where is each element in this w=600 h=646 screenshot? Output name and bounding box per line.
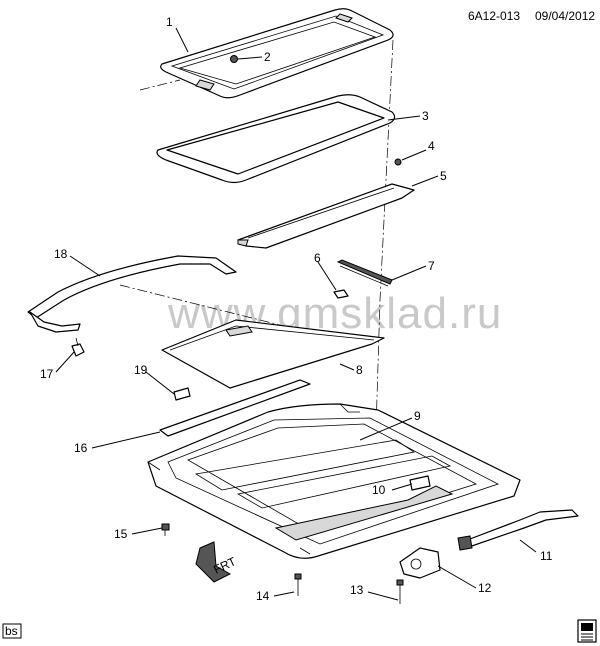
drain-tube-part: [457, 509, 579, 551]
front-seal-part: [159, 379, 311, 437]
bracket-part-19: [173, 387, 191, 401]
callout-7: 7: [428, 259, 435, 273]
callout-numbers: 1 2 3 4 5 6 7 8 9 10 11 12 13 14 15 16 1…: [40, 15, 553, 603]
callout-11: 11: [540, 549, 553, 563]
sunshade-part: [161, 319, 385, 389]
center-line-rail: [119, 284, 301, 331]
leader-lines: [55, 27, 537, 601]
callout-1: 1: [166, 15, 173, 29]
fastener-part-17: [71, 337, 85, 357]
side-rail-part: [27, 255, 237, 333]
bolt-part-14: [294, 573, 302, 596]
callout-15: 15: [114, 527, 128, 541]
footer-tag: bs: [2, 623, 22, 639]
weatherstrip-part: [156, 94, 396, 184]
callout-17: 17: [40, 367, 54, 381]
deflector-part: [237, 183, 415, 249]
motor-part: [399, 547, 441, 579]
callout-5: 5: [440, 169, 447, 183]
front-direction-arrow: FRT: [195, 541, 239, 583]
callout-8: 8: [356, 363, 363, 377]
center-line-glass: [139, 79, 181, 91]
callout-6: 6: [314, 251, 321, 265]
callout-13: 13: [350, 583, 364, 597]
trim-strip-part: [336, 259, 393, 287]
callout-2: 2: [264, 50, 271, 64]
callout-14: 14: [256, 589, 270, 603]
diagram-date: 09/04/2012: [535, 9, 595, 23]
glass-panel-part: [160, 8, 394, 99]
callout-10: 10: [372, 483, 386, 497]
footer-tag-label: bs: [5, 624, 18, 638]
clip-part-6: [333, 289, 349, 299]
sunroof-frame-part: [147, 403, 521, 559]
callout-3: 3: [422, 109, 429, 123]
callout-18: 18: [54, 247, 68, 261]
callout-19: 19: [134, 363, 148, 377]
center-line-vertical: [375, 39, 394, 431]
bolt-part-15: [161, 523, 170, 536]
footer-logo-icon: [577, 619, 597, 643]
callout-9: 9: [414, 409, 421, 423]
label-part: [409, 475, 431, 491]
callout-4: 4: [428, 139, 435, 153]
nut-part: [394, 158, 402, 166]
glass-bolt-part: [230, 55, 238, 63]
callout-12: 12: [478, 581, 492, 595]
diagram-ref: 6A12-013: [468, 9, 520, 23]
callout-16: 16: [74, 441, 88, 455]
bolt-part-13: [396, 579, 404, 604]
